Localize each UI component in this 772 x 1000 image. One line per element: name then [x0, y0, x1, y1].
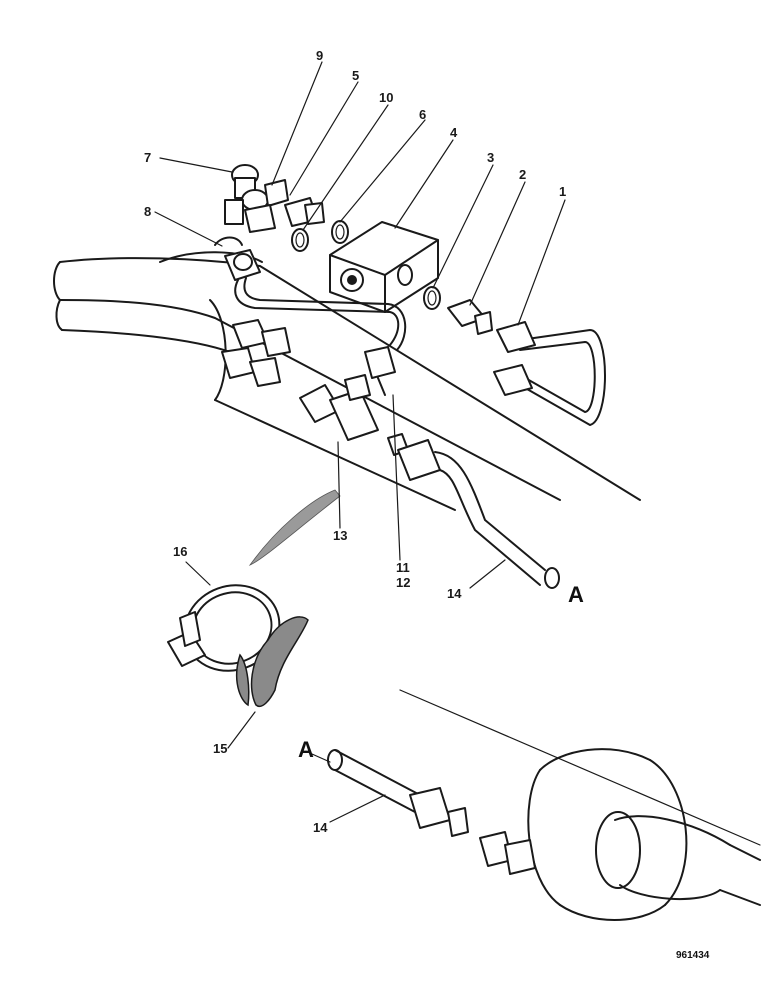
pipe-14-upper: [387, 433, 560, 589]
callout-6: 6: [419, 107, 426, 122]
connector-label-a-lower: A: [298, 737, 314, 762]
hose-clamp-16: [167, 584, 281, 672]
cylinder-port-adaptor-lower: [221, 347, 281, 387]
callout-7: 7: [144, 150, 151, 165]
callout-5: 5: [352, 68, 359, 83]
adaptor-5: [284, 197, 325, 227]
callout-11: 11: [396, 560, 410, 575]
callout-12: 12: [396, 575, 410, 590]
u-pipe-1: [493, 321, 606, 426]
leader-lines: [154, 61, 566, 823]
detail-pointer: [248, 489, 341, 566]
pipe-8-to-tee: [234, 277, 407, 351]
callout-9: 9: [316, 48, 323, 63]
lower-ram-cylinder: [399, 689, 761, 921]
adaptor-2: [447, 299, 493, 335]
callout-16: 16: [173, 544, 187, 559]
tee-piece-13: [299, 374, 379, 441]
union-nut-11: [364, 346, 396, 396]
callout-10: 10: [379, 90, 393, 105]
callout-2: 2: [519, 167, 526, 182]
seal-ring-10: [291, 228, 309, 252]
protective-sleeve-15: [236, 616, 309, 707]
banjo-fittings-7: [224, 164, 289, 233]
callout-15: 15: [213, 741, 227, 756]
seal-ring-6: [331, 220, 349, 244]
callout-labels: 1 2 3 4 5 6 7 8 9 10 11 12 13 14 14 15 1…: [144, 48, 566, 835]
callout-3: 3: [487, 150, 494, 165]
seal-ring-3: [423, 286, 441, 310]
cylinder-port-adaptor-upper: [232, 319, 291, 357]
pipe-14-lower: [327, 749, 536, 875]
union-nut-8: [214, 236, 261, 281]
callout-1: 1: [559, 184, 566, 199]
callout-8: 8: [144, 204, 151, 219]
callout-4: 4: [450, 125, 458, 140]
diagram-reference-number: 961434: [676, 950, 710, 961]
callout-14-upper: 14: [447, 586, 462, 601]
callout-13: 13: [333, 528, 347, 543]
connector-label-a-upper: A: [568, 582, 584, 607]
callout-14-lower: 14: [313, 820, 328, 835]
